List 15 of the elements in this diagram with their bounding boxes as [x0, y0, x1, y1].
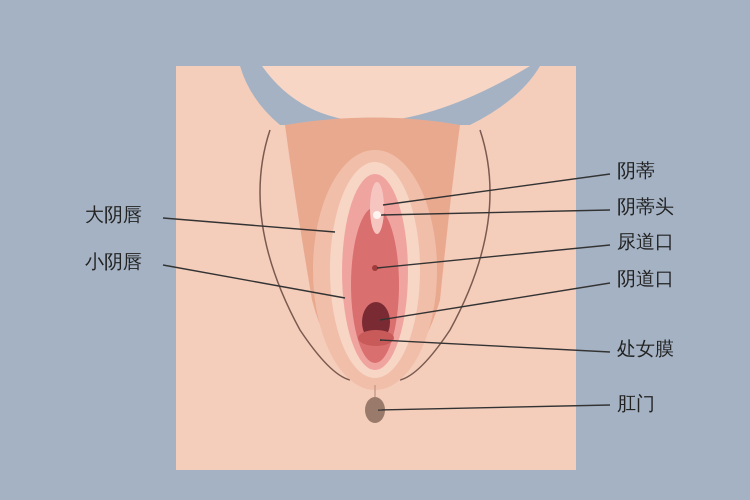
- leader-line: [382, 173, 610, 206]
- part-label: 阴蒂: [617, 160, 655, 182]
- leader-line: [380, 339, 610, 353]
- leader-line: [380, 282, 610, 321]
- part-label: 大阴唇: [85, 204, 142, 226]
- part-label: 处女膜: [617, 338, 674, 360]
- part-label: 阴道口: [617, 268, 674, 290]
- leader-line: [378, 404, 610, 411]
- leader-line: [380, 209, 610, 216]
- part-label: 尿道口: [617, 231, 674, 253]
- part-label: 小阴唇: [85, 251, 142, 273]
- part-label: 肛门: [617, 393, 655, 415]
- leader-line: [376, 244, 610, 269]
- part-label: 阴蒂头: [617, 196, 674, 218]
- leader-line: [162, 217, 336, 233]
